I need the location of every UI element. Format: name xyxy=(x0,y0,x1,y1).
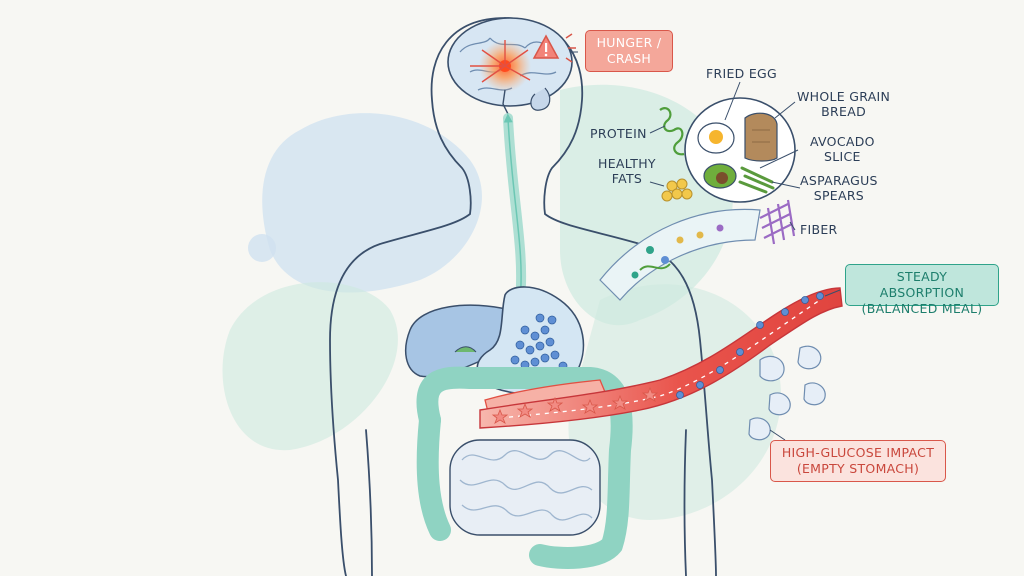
hunger-line-1: HUNGER / xyxy=(596,35,662,50)
warning-triangle-icon xyxy=(532,33,576,63)
fiber-label: FIBER xyxy=(800,222,838,237)
protein-icon xyxy=(659,107,685,156)
plate-icon xyxy=(684,97,796,203)
fried-egg-label: FRIED EGG xyxy=(706,66,778,81)
healthy-fats-label: HEALTHY FATS xyxy=(598,156,656,186)
bread-icon xyxy=(744,112,778,162)
protein-label: PROTEIN xyxy=(590,126,647,141)
avocado-label: AVOCADO SLICE xyxy=(810,134,875,164)
hunger-line-2: CRASH xyxy=(606,51,652,66)
intestines-icon xyxy=(416,366,633,569)
steady-line-1: STEADY ABSORPTION xyxy=(879,269,965,300)
asparagus-label: ASPARAGUS SPEARS xyxy=(800,173,878,203)
brain-icon xyxy=(447,17,573,115)
glucose-star-icon xyxy=(491,386,659,424)
hunger-crash-callout: HUNGER / CRASH xyxy=(585,30,673,72)
digestion-ribbon xyxy=(599,208,761,301)
whole-grain-label: WHOLE GRAIN BREAD xyxy=(797,89,891,119)
asparagus-icon xyxy=(738,166,775,194)
leader-lines xyxy=(570,51,841,441)
fiber-mesh-icon xyxy=(759,199,796,245)
tissue-cells xyxy=(748,345,826,441)
nutrient-particles xyxy=(631,224,724,279)
glucose-line-1: HIGH-GLUCOSE IMPACT xyxy=(781,445,935,460)
high-glucose-callout: HIGH-GLUCOSE IMPACT (EMPTY STOMACH) xyxy=(770,440,946,482)
fats-icon xyxy=(661,178,693,202)
steady-line-2: (BALANCED MEAL) xyxy=(861,301,983,316)
human-silhouette xyxy=(329,17,717,576)
steady-absorption-callout: STEADY ABSORPTION (BALANCED MEAL) xyxy=(845,264,999,316)
glucose-molecules-vessel xyxy=(676,292,824,399)
glucose-line-2: (EMPTY STOMACH) xyxy=(796,461,920,476)
